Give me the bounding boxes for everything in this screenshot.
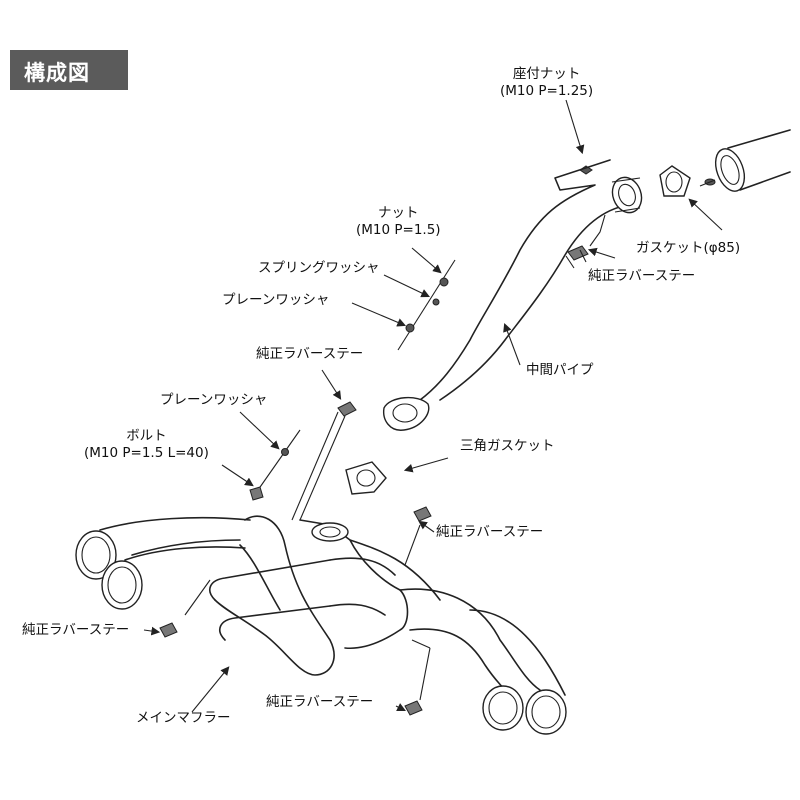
flange [383, 397, 430, 431]
main-muffler [75, 515, 567, 735]
inlet-pipe [699, 129, 791, 192]
rubber-stay-bottom [404, 700, 423, 716]
leader-lines [143, 99, 723, 713]
triangle-gasket [345, 461, 387, 495]
seat-nut-name: 座付ナット [512, 66, 581, 82]
label-seat-nut: 座付ナット (M10 P=1.25) [500, 66, 593, 100]
diagram-title: 構成図 [24, 61, 90, 85]
nut-name: ナット [378, 205, 419, 221]
label-stay-right: 純正ラバーステー [436, 524, 544, 540]
bolt [249, 429, 301, 501]
nut-spec: (M10 P=1.5) [356, 222, 441, 238]
rubber-stay-left [159, 622, 178, 638]
label-bolt: ボルト (M10 P=1.5 L=40) [84, 428, 209, 462]
bolt-name: ボルト [126, 428, 167, 444]
middle-pipe [419, 159, 643, 401]
title-badge: 構成図 [10, 50, 128, 90]
label-triangle-gasket: 三角ガスケット [460, 438, 555, 454]
label-stay-left: 純正ラバーステー [22, 622, 130, 638]
label-plain-washer-1: プレーンワッシャ [222, 292, 330, 308]
label-stay-mid: 純正ラバーステー [256, 346, 364, 362]
label-main-muffler: メインマフラー [136, 710, 231, 726]
bolt-spec: (M10 P=1.5 L=40) [84, 445, 209, 461]
label-spring-washer: スプリングワッシャ [258, 260, 380, 276]
rubber-stay-right [404, 506, 432, 566]
label-gasket: ガスケット(φ85) [636, 240, 741, 256]
gasket-85 [659, 165, 691, 197]
label-plain-washer-2: プレーンワッシャ [160, 392, 268, 408]
hardware-stack [397, 259, 456, 351]
label-stay-bottom: 純正ラバーステー [266, 694, 374, 710]
seat-nut-spec: (M10 P=1.25) [500, 83, 594, 99]
label-middle-pipe: 中間パイプ [526, 362, 594, 378]
rubber-stay-mid [291, 401, 357, 521]
label-stay-top: 純正ラバーステー [588, 268, 696, 284]
label-nut: ナット (M10 P=1.5) [356, 205, 441, 239]
